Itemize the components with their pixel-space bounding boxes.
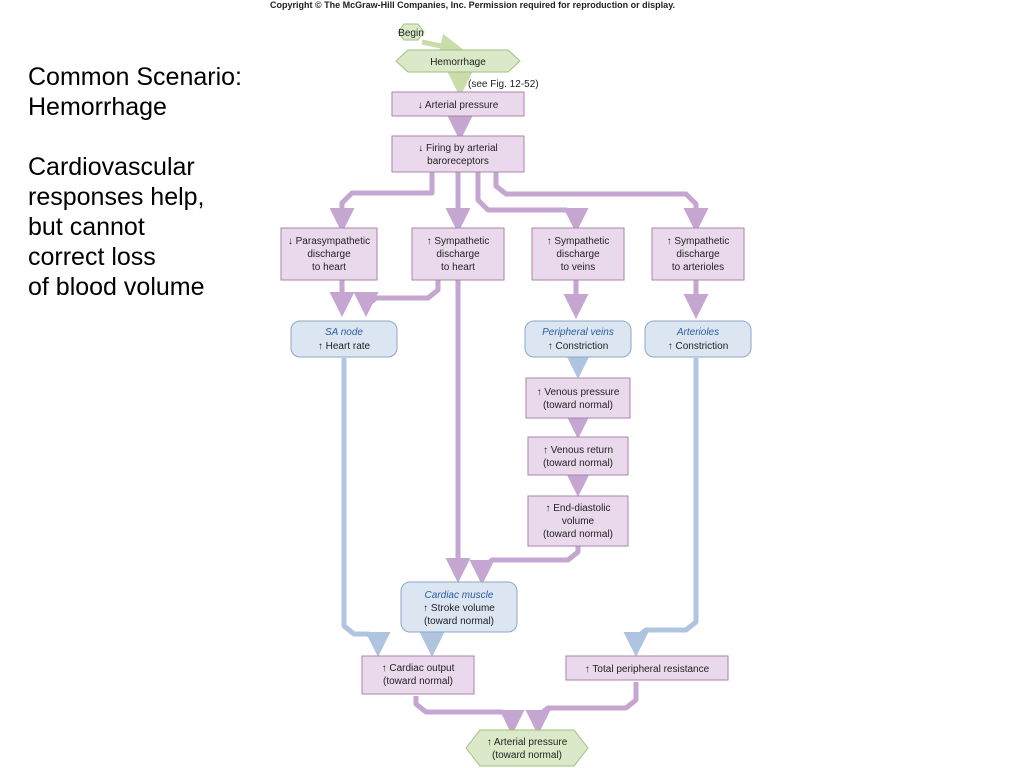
symp-veins-line-1: ↑ Sympathetic xyxy=(547,236,610,247)
cardiac-muscle-effect-2: (toward normal) xyxy=(424,616,494,627)
symp-arterioles-line-1: ↑ Sympathetic xyxy=(667,236,730,247)
symp-veins-line-3: to veins xyxy=(561,262,595,273)
copyright-notice: Copyright © The McGraw-Hill Companies, I… xyxy=(270,0,676,10)
arterioles-effect: ↑ Constriction xyxy=(668,341,729,352)
arrow-baro-symp-arterioles xyxy=(493,170,709,233)
cardiac-muscle-box: Cardiac muscle ↑ Stroke volume (toward n… xyxy=(400,581,518,633)
begin-node: Begin xyxy=(397,23,425,41)
arrow-begin-hemorrhage xyxy=(421,33,465,59)
symp-heart-line-1: ↑ Sympathetic xyxy=(427,236,490,247)
peripheral-veins-box: Peripheral veins ↑ Constriction xyxy=(524,320,632,358)
parasympathetic-discharge-box: ↓ Parasympathetic discharge to heart xyxy=(280,227,378,281)
sa-node-effect: ↑ Heart rate xyxy=(318,341,371,352)
symp-arterioles-line-2: discharge xyxy=(676,249,720,260)
tpr-box: ↑ Total peripheral resistance xyxy=(565,655,729,681)
venous-return-box: ↑ Venous return (toward normal) xyxy=(527,436,629,476)
cardiac-muscle-effect-1: ↑ Stroke volume xyxy=(423,603,495,614)
arterioles-box: Arterioles ↑ Constriction xyxy=(644,320,752,358)
baroreceptor-firing-box: ↓ Firing by arterial baroreceptors xyxy=(391,135,525,173)
hemorrhage-node: Hemorrhage xyxy=(395,49,521,73)
arrow-arterioles-tpr xyxy=(623,358,699,657)
begin-label: Begin xyxy=(398,28,424,39)
venous-pressure-line-1: ↑ Venous pressure xyxy=(537,387,620,398)
cardiac-muscle-organ: Cardiac muscle xyxy=(425,590,494,601)
symp-heart-line-3: to heart xyxy=(441,262,475,273)
cardiac-output-line-1: ↑ Cardiac output xyxy=(382,663,455,674)
venous-pressure-box: ↑ Venous pressure (toward normal) xyxy=(525,377,631,419)
end-diastolic-volume-box: ↑ End-diastolic volume (toward normal) xyxy=(527,495,629,547)
arrow-co-ap xyxy=(413,696,525,735)
arrow-baro-parasympathetic xyxy=(329,170,435,233)
arrow-edv-cardiac xyxy=(469,546,581,585)
slide-body-line-1: Cardiovascular xyxy=(28,153,195,181)
sympathetic-arterioles-box: ↑ Sympathetic discharge to arterioles xyxy=(651,227,745,281)
venous-pressure-line-2: (toward normal) xyxy=(543,400,613,411)
cardiac-output-line-2: (toward normal) xyxy=(383,676,453,687)
edv-line-2: volume xyxy=(562,516,595,527)
parasympathetic-line-1: ↓ Parasympathetic xyxy=(288,236,370,247)
venous-return-line-2: (toward normal) xyxy=(543,458,613,469)
edv-line-3: (toward normal) xyxy=(543,529,613,540)
veins-effect: ↑ Constriction xyxy=(548,341,609,352)
slide-body-line-3: but cannot xyxy=(28,213,145,241)
venous-return-line-1: ↑ Venous return xyxy=(543,445,613,456)
slide-body-line-2: responses help, xyxy=(28,183,205,211)
arterial-pressure-increase-line-2: (toward normal) xyxy=(492,750,562,761)
slide-body-line-4: correct loss xyxy=(28,243,156,271)
connector-arrows xyxy=(329,33,709,735)
arterial-pressure-increase-node: ↑ Arterial pressure (toward normal) xyxy=(465,729,589,767)
arrow-sanode-co xyxy=(341,358,391,657)
symp-arterioles-line-3: to arterioles xyxy=(672,262,724,273)
symp-heart-line-2: discharge xyxy=(436,249,480,260)
arterioles-organ: Arterioles xyxy=(676,327,719,338)
sa-node-organ: SA node xyxy=(325,327,363,338)
arrow-baro-symp-veins xyxy=(475,170,589,233)
parasympathetic-line-2: discharge xyxy=(307,249,351,260)
see-fig-note: (see Fig. 12-52) xyxy=(468,79,539,90)
arrow-symheart-sanode xyxy=(353,280,441,317)
hemorrhage-label: Hemorrhage xyxy=(430,57,486,68)
slide-text: Common Scenario: Hemorrhage Cardiovascul… xyxy=(28,62,278,302)
sympathetic-veins-box: ↑ Sympathetic discharge to veins xyxy=(531,227,625,281)
arterial-pressure-decrease-box: ↓ Arterial pressure xyxy=(391,91,525,117)
sa-node-box: SA node ↑ Heart rate xyxy=(290,320,398,358)
slide-title-line-1: Common Scenario: xyxy=(28,63,242,91)
arrow-tpr-ap xyxy=(525,682,639,735)
sympathetic-heart-box: ↑ Sympathetic discharge to heart xyxy=(411,227,505,281)
edv-line-1: ↑ End-diastolic xyxy=(545,503,610,514)
baroreceptor-line-2: baroreceptors xyxy=(427,156,489,167)
slide-body-line-5: of blood volume xyxy=(28,273,205,301)
cardiac-output-box: ↑ Cardiac output (toward normal) xyxy=(361,655,475,695)
arterial-pressure-increase-line-1: ↑ Arterial pressure xyxy=(487,737,568,748)
veins-organ: Peripheral veins xyxy=(542,327,614,338)
baroreceptor-line-1: ↓ Firing by arterial xyxy=(418,143,497,154)
symp-veins-line-2: discharge xyxy=(556,249,600,260)
arterial-pressure-decrease-label: ↓ Arterial pressure xyxy=(418,100,499,111)
slide-title-line-2: Hemorrhage xyxy=(28,93,167,121)
tpr-label: ↑ Total peripheral resistance xyxy=(585,664,710,675)
parasympathetic-line-3: to heart xyxy=(312,262,346,273)
